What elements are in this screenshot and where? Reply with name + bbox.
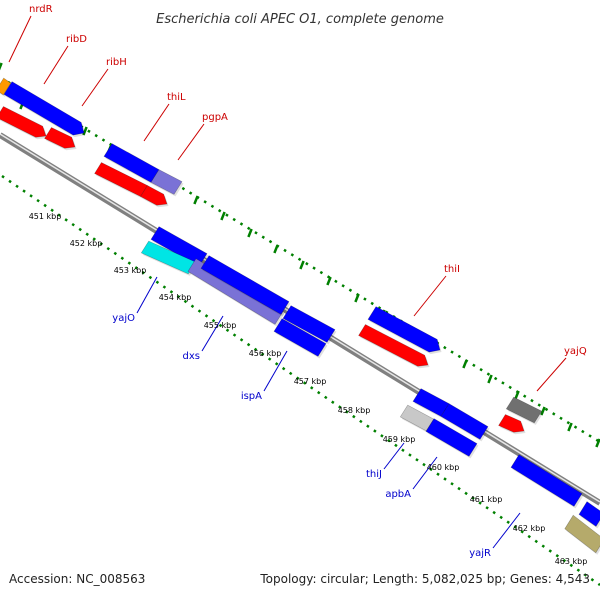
gene-label: ribH bbox=[106, 57, 127, 68]
scale-tick bbox=[0, 62, 3, 71]
gene-label: yajR bbox=[469, 548, 491, 559]
label-leader bbox=[201, 315, 224, 352]
kbp-label: 457 kbp bbox=[294, 377, 327, 386]
label-leader bbox=[413, 275, 447, 317]
cds-feature bbox=[425, 418, 478, 457]
kbp-label: 463 kbp bbox=[555, 557, 588, 566]
kbp-label: 458 kbp bbox=[338, 406, 371, 415]
gene-feature bbox=[0, 106, 47, 138]
gene-label: thiJ bbox=[366, 469, 382, 480]
gene-label: pgpA bbox=[202, 112, 228, 123]
kbp-label: 454 kbp bbox=[159, 293, 192, 302]
orange-feature bbox=[0, 77, 12, 96]
kbp-label: 455 kbp bbox=[204, 321, 237, 330]
dark-gray-feature bbox=[505, 396, 543, 424]
kbp-label: 461 kbp bbox=[470, 495, 503, 504]
scale-tick bbox=[220, 211, 226, 221]
scale-tick bbox=[82, 126, 88, 136]
gene-label: nrdR bbox=[29, 4, 53, 15]
kbp-markers: 451 kbp 452 kbp 453 kbp 454 kbp 455 kbp 456 k… bbox=[29, 212, 588, 566]
gene-label: thiI bbox=[444, 264, 460, 275]
cds-feature bbox=[273, 318, 327, 357]
cds-feature bbox=[440, 403, 489, 440]
label-leader bbox=[8, 15, 32, 63]
gene-label: yajO bbox=[112, 313, 135, 324]
scale-tick bbox=[487, 374, 493, 384]
cyan-feature bbox=[140, 240, 197, 275]
label-leader bbox=[536, 357, 567, 392]
scale-tick bbox=[567, 422, 573, 432]
label-leader bbox=[492, 512, 521, 549]
label-leader bbox=[143, 103, 170, 142]
gene-label: dxs bbox=[183, 351, 200, 362]
kbp-label: 462 kbp bbox=[513, 524, 546, 533]
cds-feature bbox=[200, 255, 290, 315]
scale-tick bbox=[514, 390, 520, 400]
cds-feature bbox=[578, 501, 600, 527]
gene-label: thiL bbox=[167, 92, 186, 103]
label-leader bbox=[263, 350, 288, 392]
map-title: Escherichia coli APEC O1, complete genom… bbox=[156, 12, 444, 27]
scale-tick bbox=[299, 260, 305, 270]
gene-label: ispA bbox=[241, 391, 262, 402]
label-leader bbox=[43, 45, 69, 85]
label-leader bbox=[81, 68, 109, 107]
label-leader bbox=[383, 442, 405, 470]
gray-feature bbox=[399, 404, 435, 432]
other-cds-feature bbox=[150, 169, 183, 195]
kbp-label: 459 kbp bbox=[383, 435, 416, 444]
label-leader bbox=[412, 456, 438, 490]
label-leader bbox=[177, 123, 205, 161]
gene-feature bbox=[498, 414, 525, 433]
gene-feature bbox=[140, 185, 168, 206]
scale-tick bbox=[273, 244, 279, 254]
kbp-label: 452 kbp bbox=[70, 239, 103, 248]
gene-feature bbox=[358, 324, 429, 367]
olive-feature bbox=[564, 514, 600, 554]
gene-label: ribD bbox=[66, 34, 87, 45]
scale-tick bbox=[326, 276, 332, 286]
cds-feature bbox=[367, 306, 441, 353]
accession-label: Accession: NC_008563 bbox=[9, 572, 146, 586]
gene-label: apbA bbox=[385, 489, 411, 500]
cds-feature bbox=[3, 81, 85, 136]
scale-tick bbox=[462, 359, 468, 369]
scale-tick bbox=[354, 293, 360, 303]
label-leader bbox=[136, 276, 158, 314]
scale-tick bbox=[193, 195, 199, 205]
inner-tick-ring bbox=[1, 174, 600, 587]
genome-summary: Topology: circular; Length: 5,082,025 bp… bbox=[260, 572, 590, 586]
kbp-label: 453 kbp bbox=[114, 266, 147, 275]
scale-tick bbox=[595, 438, 600, 448]
gene-feature bbox=[44, 127, 76, 149]
cds-feature bbox=[510, 454, 583, 507]
kbp-label: 460 kbp bbox=[427, 463, 460, 472]
gene-labels: nrdR ribD ribH thiL pgpA thiI yajQ yajO dxs ispA t… bbox=[8, 4, 587, 559]
kbp-label: 456 kbp bbox=[249, 349, 282, 358]
cds-feature bbox=[282, 305, 336, 343]
scale-tick bbox=[247, 228, 253, 238]
scale-tick bbox=[540, 406, 546, 416]
feature-tracks bbox=[0, 77, 600, 555]
gene-label: yajQ bbox=[564, 346, 587, 357]
kbp-label: 451 kbp bbox=[29, 212, 62, 221]
